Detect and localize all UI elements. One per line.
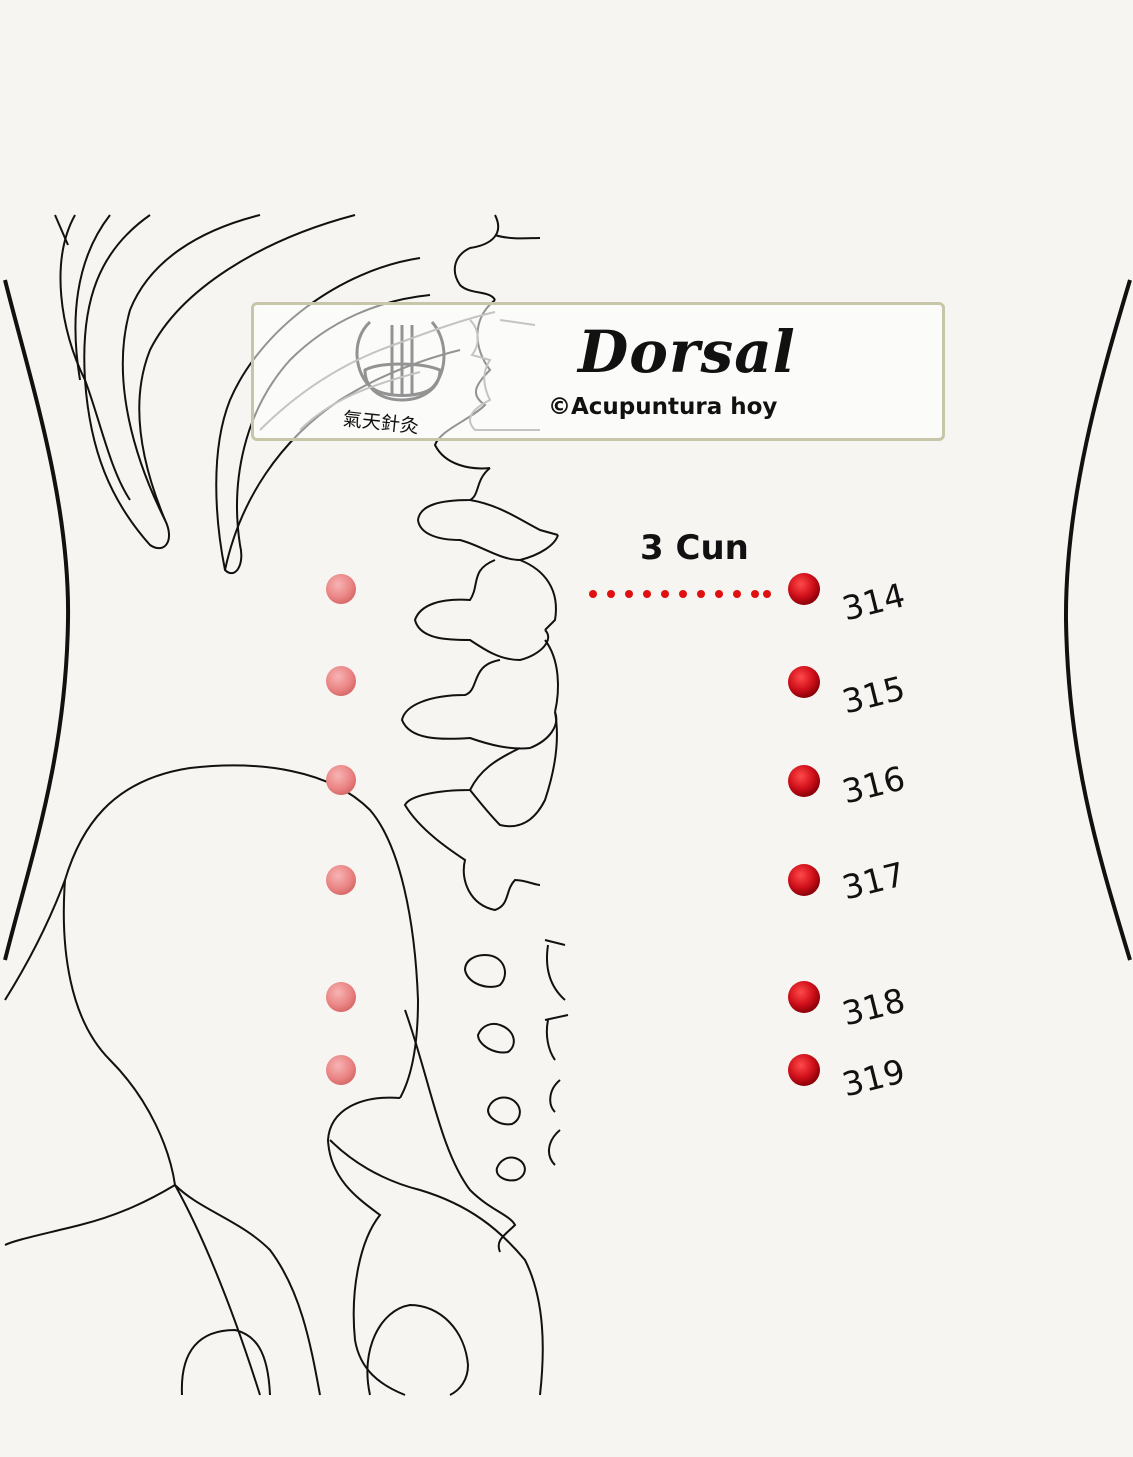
copyright-label: ©Acupuntura hoy [548,394,778,420]
sacrum-edge-2 [544,1014,569,1061]
vertebra-l2 [413,559,550,662]
femoral-head-area [326,1096,406,1396]
point-318 [788,981,820,1013]
point-315 [788,666,820,698]
sacrum-edge-4 [548,1129,561,1166]
rib-4 [74,214,111,381]
ischium [174,1184,261,1396]
rib-1 [54,214,69,246]
sacral-foramen-3 [486,1096,521,1126]
point-left-4 [326,865,356,895]
point-317 [788,864,820,896]
vertebra-l4-side [469,711,558,828]
point-314 [788,573,820,605]
rib-2 [59,214,131,501]
vertebra-t11 [453,214,500,301]
vertebra-l4 [403,747,541,912]
iliac-wing [4,764,420,1099]
vertebra-l1 [416,467,559,562]
sacrum-edge [544,939,566,1001]
sacrum-left-border [404,1009,517,1253]
sacral-foramen-1 [463,953,506,988]
femur-ring [366,1303,470,1396]
cun-measure-line [589,590,771,598]
sacral-foramen-4 [495,1156,526,1182]
vertebra-l3 [400,659,558,750]
rib-5 [138,214,356,521]
sacrum-edge-3 [549,1079,561,1113]
point-316 [788,765,820,797]
ischial-ring-left [180,1328,271,1396]
left-points [326,574,356,1085]
vertebra-t11-body [494,234,541,240]
measurement-label: 3 Cun [640,528,749,568]
right-points [788,573,820,1086]
point-left-2 [326,666,356,696]
body-outline-right [1063,279,1132,961]
diagram-title: Dorsal [578,318,796,386]
body-outline-left [3,279,71,961]
vertebra-l2-side [519,559,557,631]
point-319 [788,1054,820,1086]
rib-3 [83,214,261,550]
point-left-3 [326,765,356,795]
point-left-6 [326,1055,356,1085]
pelvis-lower [329,1139,544,1396]
vertebra-l3-side [544,639,559,713]
sacral-foramen-2 [476,1022,515,1054]
vertebra-l1-body [469,499,559,536]
hip-curve [174,1184,321,1396]
point-left-5 [326,982,356,1012]
iliac-body [4,879,177,1246]
point-left-1 [326,574,356,604]
